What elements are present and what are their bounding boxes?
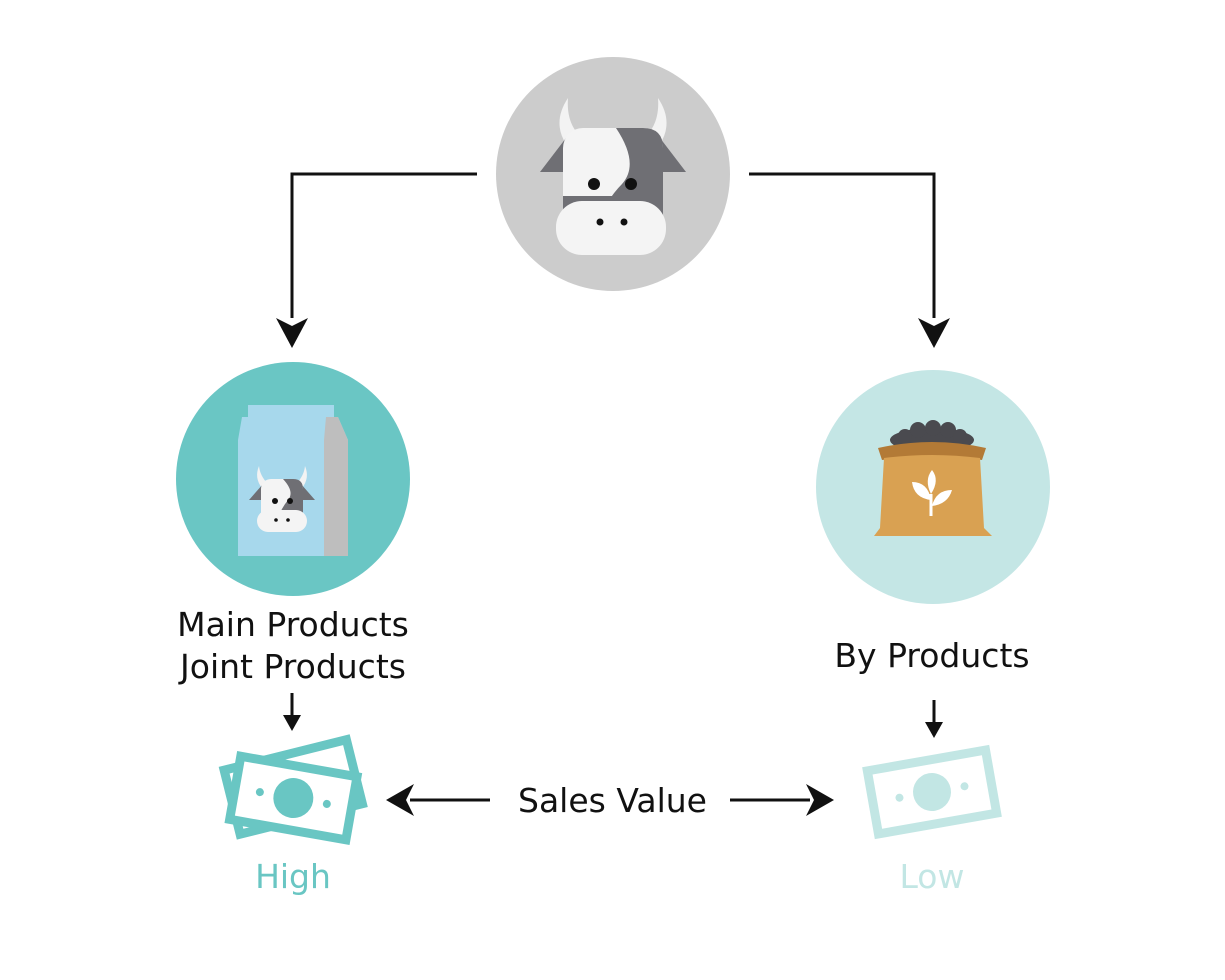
high-arrowhead (283, 715, 301, 731)
banknote-icon (862, 744, 1002, 840)
main-products-label: Main Products Joint Products (143, 604, 443, 688)
main-products-node (176, 362, 410, 596)
cow-head-icon (540, 98, 686, 255)
sales-high-arrowhead (386, 784, 414, 816)
main-products-text: Main Products (177, 605, 409, 644)
by-arrowhead (918, 318, 950, 348)
cow-node (496, 57, 730, 291)
main-arrowhead (276, 318, 308, 348)
low-label: Low (899, 857, 965, 896)
low-arrowhead (925, 722, 943, 738)
high-label: High (255, 857, 331, 896)
cow-to-main-connector (290, 172, 477, 318)
banknotes-icon (218, 734, 368, 846)
fertilizer-sack-icon (874, 420, 992, 536)
sales-value-label: Sales Value (518, 781, 707, 820)
cow-to-by-connector (749, 172, 936, 318)
sales-low-arrowhead (806, 784, 834, 816)
joint-products-text: Joint Products (180, 647, 406, 686)
by-products-label: By Products (834, 636, 1030, 675)
connectors (276, 172, 950, 816)
milk-carton-icon (238, 405, 348, 556)
by-products-node (816, 370, 1050, 604)
